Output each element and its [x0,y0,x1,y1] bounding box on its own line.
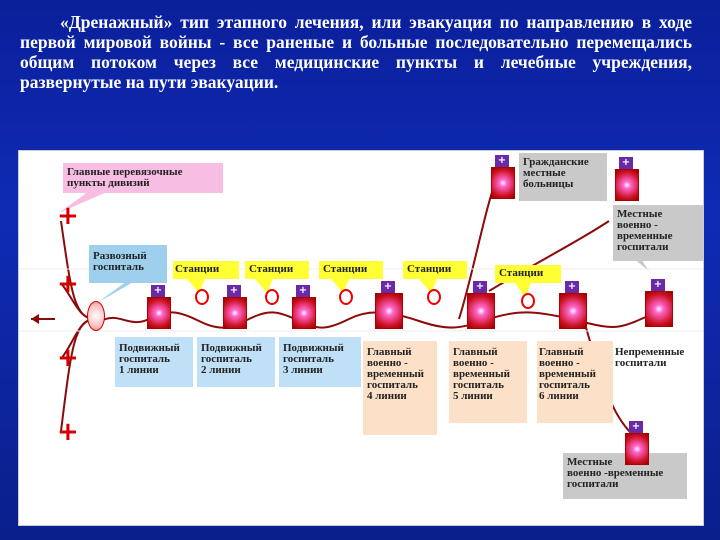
local-hospital-building-icon [625,433,649,465]
hospital-building-icon-1 [147,297,171,329]
station-label-3: Станции [323,263,368,275]
hospital-roof-icon-5: + [473,281,487,293]
hospital-roof-icon-7: + [651,279,665,291]
station-marker-icon-4 [427,289,441,305]
evacuation-diagram: Главные перевязочные пункты дивизий Граж… [18,150,704,526]
station-label-1: Станции [175,263,220,275]
main-hospital-4-label: Главный военно - временный госпиталь 4 л… [367,346,424,402]
station-marker-icon-1 [195,289,209,305]
civil-hospitals-label: Гражданские местные больницы [523,156,589,190]
main-hospital-5-label: Главный военно - временный госпиталь 5 л… [453,346,510,402]
hospital-roof-icon-2: + [227,285,241,297]
hospital-building-icon-7 [645,291,673,327]
mobile-hospital-1-label: Подвижный госпиталь 1 линии [119,342,180,376]
front-cross-icon-1: + [57,201,79,231]
civil-hospital-roof-icon-1: + [495,155,509,167]
civil-hospital-building-icon-1 [491,167,515,199]
station-marker-icon-2 [265,289,279,305]
hospital-building-icon-3 [292,297,316,329]
hospital-roof-icon-6: + [565,281,579,293]
division-dressing-points-label: Главные перевязочные пункты дивизий [67,166,183,189]
front-cross-icon-3: + [57,343,79,373]
main-hospital-6-label: Главный военно - временный госпиталь 6 л… [539,346,596,402]
hospital-roof-icon-1: + [151,285,165,297]
station-marker-icon-3 [339,289,353,305]
hospital-building-icon-6 [559,293,587,329]
local-military-hospitals-top-label: Местные военно - временные госпитали [617,208,673,253]
transport-hospital-label: Развозный госпиталь [93,250,147,273]
local-hospital-roof-icon: + [629,421,643,433]
hospital-building-icon-5 [467,293,495,329]
station-marker-icon-5 [521,293,535,309]
transport-hospital-icon [87,301,105,331]
front-cross-icon-2: + [57,269,79,299]
hospital-building-icon-2 [223,297,247,329]
hospital-building-icon-4 [375,293,403,329]
civil-hospital-roof-icon-2: + [619,157,633,169]
permanent-hospitals-label: Непременные госпитали [615,346,685,369]
slide-heading: «Дренажный» тип этапного лечения, или эв… [20,12,692,92]
civil-hospital-building-icon-2 [615,169,639,201]
station-label-4: Станции [407,263,452,275]
mobile-hospital-3-label: Подвижный госпиталь 3 линии [283,342,344,376]
station-label-2: Станции [249,263,294,275]
local-military-hospitals-bottom-label: Местные военно -временные госпитали [567,456,664,490]
front-cross-icon-4: + [57,417,79,447]
hospital-roof-icon-3: + [296,285,310,297]
station-label-5: Станции [499,267,544,279]
hospital-roof-icon-4: + [381,281,395,293]
mobile-hospital-2-label: Подвижный госпиталь 2 линии [201,342,262,376]
